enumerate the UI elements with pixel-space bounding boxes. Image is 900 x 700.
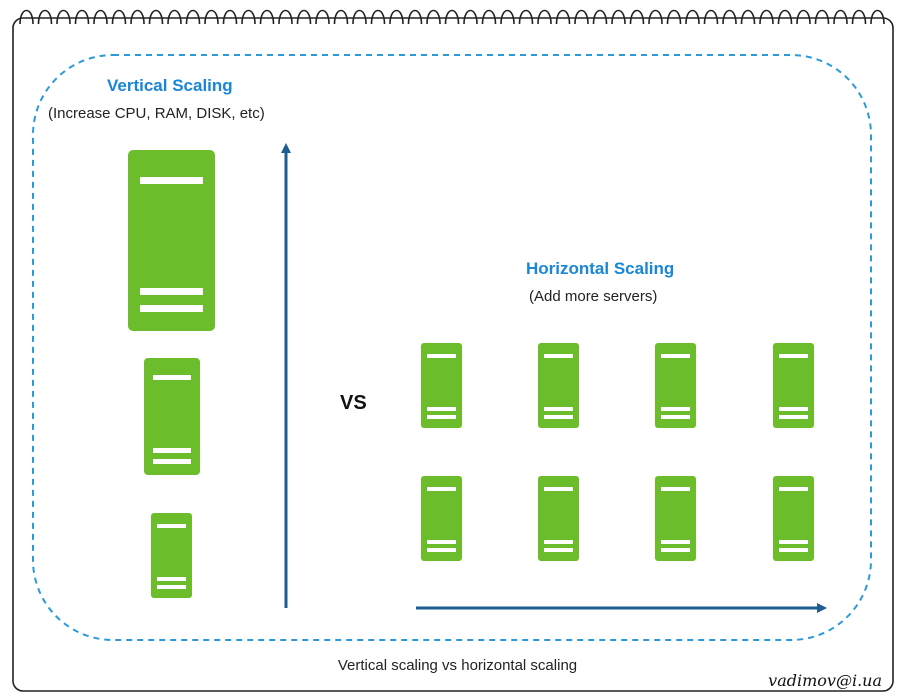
horizontal-servers — [421, 343, 814, 561]
spiral-loop — [37, 9, 53, 25]
spiral-loop — [259, 9, 275, 25]
spiral-loop — [611, 9, 626, 25]
spiral-loop — [389, 9, 404, 25]
spiral-loop — [537, 9, 552, 25]
spiral-loop — [759, 9, 774, 25]
spiral-loop — [500, 9, 515, 25]
spiral-loop — [703, 9, 719, 25]
spiral-loop — [148, 9, 164, 25]
spiral-loop — [648, 9, 663, 25]
server-unit — [773, 476, 814, 561]
vertical-scaling-subtitle: (Increase CPU, RAM, DISK, etc) — [48, 105, 265, 122]
spiral-loop — [796, 9, 811, 25]
server-medium — [144, 358, 200, 475]
spiral-loop — [463, 9, 478, 25]
spiral-loop — [814, 9, 830, 25]
spiral-loop — [833, 9, 848, 25]
spiral-loop — [333, 9, 349, 25]
spiral-loop — [167, 9, 182, 25]
spiral-loop — [518, 9, 534, 25]
spiral-binding — [19, 9, 885, 25]
spiral-loop — [574, 9, 589, 25]
vertical-scaling-title: Vertical Scaling — [107, 76, 233, 95]
server-unit — [538, 476, 579, 561]
spiral-loop — [740, 9, 756, 25]
spiral-loop — [315, 9, 330, 25]
spiral-loop — [222, 9, 238, 25]
spiral-loop — [777, 9, 793, 25]
dashed-frame — [32, 54, 872, 641]
spiral-loop — [407, 9, 423, 25]
spiral-loop — [19, 9, 34, 25]
spiral-loop — [370, 9, 386, 25]
spiral-loop — [296, 9, 312, 25]
server-small — [151, 513, 192, 598]
server-unit — [538, 343, 579, 428]
spiral-loop — [629, 9, 645, 25]
spiral-loop — [592, 9, 608, 25]
spiral-loop — [185, 9, 201, 25]
spiral-loop — [426, 9, 441, 25]
spiral-loop — [722, 9, 737, 25]
spiral-loop — [130, 9, 145, 25]
spiral-loop — [74, 9, 90, 25]
spiral-loop — [481, 9, 497, 25]
spiral-loop — [555, 9, 571, 25]
spiral-loop — [870, 9, 885, 25]
figure-caption: Vertical scaling vs horizontal scaling — [337, 657, 578, 674]
spiral-loop — [278, 9, 293, 25]
spiral-loop — [56, 9, 71, 25]
server-unit — [655, 476, 696, 561]
server-large — [128, 150, 215, 331]
spiral-loop — [851, 9, 867, 25]
horizontal-scaling-subtitle: (Add more servers) — [529, 288, 658, 305]
vs-label: VS — [340, 392, 367, 414]
spiral-loop — [666, 9, 682, 25]
spiral-loop — [241, 9, 256, 25]
server-unit — [421, 343, 462, 428]
spiral-loop — [111, 9, 127, 25]
server-unit — [421, 476, 462, 561]
spiral-loop — [352, 9, 367, 25]
vertical-servers — [128, 150, 215, 598]
horizontal-scaling-title: Horizontal Scaling — [526, 259, 675, 278]
spiral-loop — [93, 9, 108, 25]
server-unit — [655, 343, 696, 428]
spiral-loop — [444, 9, 460, 25]
spiral-loop — [685, 9, 700, 25]
spiral-loop — [204, 9, 219, 25]
server-unit — [773, 343, 814, 428]
author-email: vadimov@i.ua — [764, 671, 886, 690]
